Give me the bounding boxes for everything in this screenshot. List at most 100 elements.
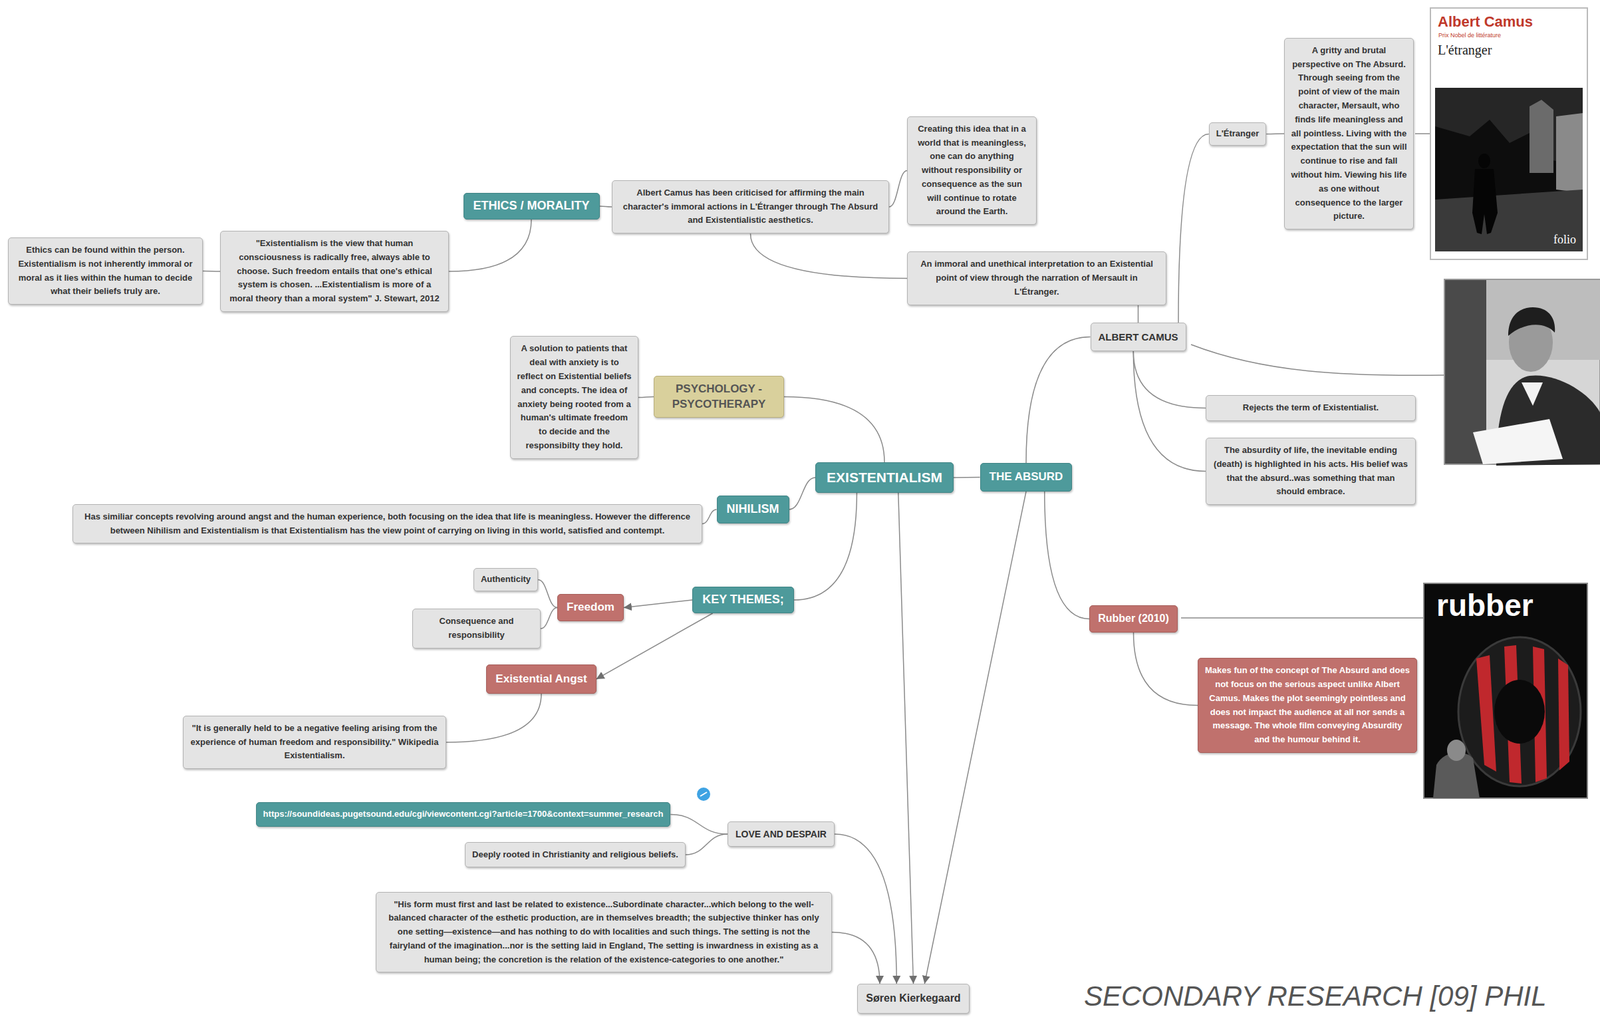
node-text: A gritty and brutal perspective on The A…	[1290, 43, 1408, 224]
node-text: Rejects the term of Existentialist.	[1212, 400, 1410, 415]
node-text: Authenticity	[480, 573, 531, 586]
note-box: ALBERT CAMUS	[1090, 322, 1187, 352]
node-text: Albert Camus has been criticised for aff…	[618, 186, 883, 228]
connector	[784, 397, 885, 463]
connector	[1133, 632, 1198, 706]
connector	[750, 233, 908, 278]
connector	[831, 931, 880, 984]
cover-imprint: folio	[1553, 232, 1577, 247]
cover-author: Albert Camus	[1437, 13, 1533, 30]
connector	[596, 613, 713, 679]
note-box: Authenticity	[473, 567, 538, 592]
note-box: A gritty and brutal perspective on The A…	[1284, 37, 1414, 230]
node-text: Ethics can be found within the person. E…	[14, 243, 197, 299]
note-box: Ethics can be found within the person. E…	[7, 237, 203, 305]
note-box: An immoral and unethical interpretation …	[907, 251, 1167, 305]
connector	[1026, 337, 1091, 464]
node-text: PSYCHOLOGY - PSYCOTHERAPY	[660, 381, 778, 411]
topic-box: KEY THEMES;	[692, 586, 795, 614]
connector	[1178, 133, 1209, 323]
connector	[789, 477, 816, 510]
connector	[446, 693, 542, 743]
note-box: Albert Camus has been criticised for aff…	[611, 180, 890, 234]
node-text: https://soundideas.pugetsound.edu/cgi/vi…	[263, 808, 664, 820]
book-cover	[1430, 7, 1588, 260]
topic-box: PSYCHOLOGY - PSYCOTHERAPY	[653, 375, 785, 417]
note-box: LOVE AND DESPAIR	[727, 821, 835, 847]
connector	[685, 833, 728, 855]
connector	[670, 813, 728, 834]
connector	[924, 491, 1027, 984]
node-text: The absurdity of life, the inevitable en…	[1212, 443, 1410, 499]
connector	[702, 509, 717, 525]
node-text: An immoral and unethical interpretation …	[913, 257, 1160, 299]
note-box: Creating this idea that in a world that …	[907, 116, 1037, 226]
note-box: Has similiar concepts revolving around a…	[72, 504, 703, 544]
node-text: KEY THEMES;	[702, 591, 785, 608]
node-text: EXISTENTIALISM	[826, 468, 943, 487]
connector	[1137, 305, 1140, 323]
node-text: Rubber (2010)	[1097, 611, 1170, 626]
poster-title: rubber	[1436, 587, 1534, 624]
connector	[448, 219, 532, 272]
node-text: Freedom	[566, 599, 615, 615]
note-box: "His form must first and last be related…	[375, 891, 832, 973]
connector	[1044, 491, 1090, 620]
portrait-photo	[1444, 279, 1600, 466]
node-text: "His form must first and last be related…	[382, 897, 826, 967]
theme-box: Makes fun of the concept of The Absurd a…	[1197, 657, 1418, 753]
node-text: NIHILISM	[726, 501, 780, 517]
link-icon	[696, 786, 711, 802]
node-text: ALBERT CAMUS	[1098, 330, 1179, 344]
theme-box: Freedom	[557, 593, 624, 622]
connector	[794, 492, 858, 600]
node-text: A solution to patients that deal with an…	[516, 341, 632, 453]
connector	[1133, 351, 1206, 472]
theme-box: Existential Angst	[486, 664, 596, 694]
node-text: Existential Angst	[495, 671, 587, 687]
note-box: Rejects the term of Existentialist.	[1205, 395, 1416, 421]
note-box: L'Étranger	[1208, 122, 1267, 146]
topic-box: NIHILISM	[716, 495, 790, 524]
node-text: Has similiar concepts revolving around a…	[79, 510, 696, 538]
note-box: Consequence and responsibility	[412, 608, 541, 649]
node-text: ETHICS / MORALITY	[473, 198, 590, 214]
node-text: Consequence and responsibility	[418, 614, 534, 643]
connector	[953, 476, 981, 479]
connector	[540, 607, 558, 630]
note-box: "Existentialism is the view that human c…	[220, 230, 449, 312]
connector	[889, 170, 908, 207]
node-text: "Existentialism is the view that human c…	[226, 236, 443, 306]
film-poster	[1423, 583, 1588, 799]
connector	[202, 270, 221, 272]
note-box: The absurdity of life, the inevitable en…	[1205, 437, 1416, 505]
node-text: Søren Kierkegaard	[865, 991, 961, 1006]
node-text: LOVE AND DESPAIR	[735, 827, 827, 840]
connector	[638, 397, 654, 398]
cover-title: L'étranger	[1437, 42, 1492, 58]
node-text: Creating this idea that in a world that …	[913, 122, 1031, 220]
topic-box: ETHICS / MORALITY	[463, 192, 600, 220]
note-box: Deeply rooted in Christianity and religi…	[464, 841, 686, 868]
topic-box: EXISTENTIALISM	[815, 462, 954, 493]
note-box: A solution to patients that deal with an…	[510, 335, 639, 459]
leader-line	[1191, 344, 1445, 376]
leader-line	[1415, 133, 1431, 135]
node-text: Makes fun of the concept of The Absurd a…	[1204, 663, 1411, 747]
theme-box: Rubber (2010)	[1089, 605, 1178, 633]
note-box: Søren Kierkegaard	[857, 983, 969, 1014]
note-box: "It is generally held to be a negative f…	[182, 715, 447, 769]
connector	[898, 492, 914, 984]
connector	[1266, 133, 1285, 135]
node-text: Deeply rooted in Christianity and religi…	[472, 849, 679, 861]
connector	[623, 599, 693, 608]
node-text: L'Étranger	[1216, 128, 1260, 140]
node-text: "It is generally held to be a negative f…	[189, 721, 440, 763]
footer-caption: SECONDARY RESEARCH [09] PHIL	[1083, 980, 1547, 1013]
connector	[599, 206, 613, 207]
topic-box: https://soundideas.pugetsound.edu/cgi/vi…	[256, 801, 671, 827]
topic-box: THE ABSURD	[980, 462, 1073, 492]
connector	[537, 579, 558, 608]
cover-note: Prix Nobel de littérature	[1438, 31, 1501, 39]
